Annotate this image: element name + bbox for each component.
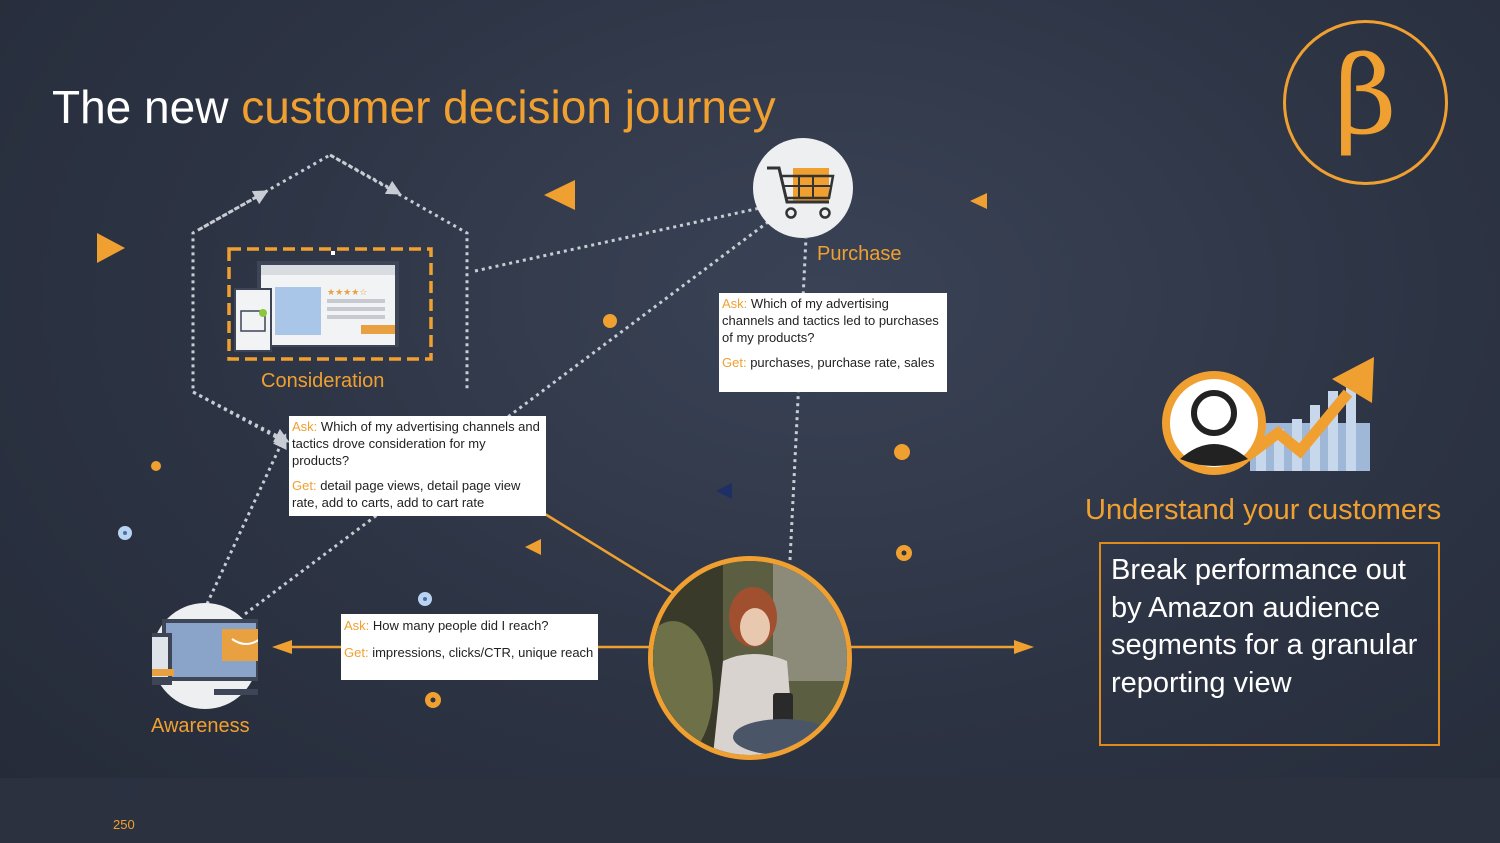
consideration-label: Consideration (261, 370, 385, 392)
awareness-arrowhead (272, 640, 292, 654)
purchase-get-text: purchases, purchase rate, sales (750, 355, 935, 370)
awareness-label: Awareness (151, 715, 250, 737)
deco-triangle (716, 483, 732, 499)
deco-dot-center (901, 550, 907, 556)
page-number: 250 (113, 817, 135, 832)
loop-arrow-3 (192, 390, 290, 443)
consideration-ask-box: Ask: Which of my advertising channels an… (289, 416, 546, 516)
deco-dot-center (123, 531, 127, 535)
deco-dot-center (423, 597, 427, 601)
get-key: Get: (722, 355, 747, 370)
awareness-get: Get: impressions, clicks/CTR, unique rea… (344, 644, 595, 661)
loop-arrow-1 (199, 190, 269, 231)
loop-arrow-2 (329, 153, 402, 195)
right-panel-body: Break performance out by Amazon audience… (1111, 554, 1418, 699)
consideration-illustration: ★★★★☆ (227, 247, 433, 361)
product-rating-stars: ★★★★☆ (327, 288, 367, 298)
deco-dot (603, 314, 617, 328)
customer-photo (653, 561, 847, 755)
customer-growth-illustration (1162, 357, 1374, 475)
awareness-ask-box: Ask: How many people did I reach? Get: i… (341, 614, 598, 680)
purchase-get: Get: purchases, purchase rate, sales (722, 354, 944, 371)
shopping-cart-icon (767, 166, 835, 219)
purchase-ask: Ask: Which of my advertising channels an… (722, 295, 944, 346)
purchase-ask-text: Which of my advertising channels and tac… (722, 296, 939, 345)
add-cart-icon (259, 309, 267, 317)
consideration-ask-text: Which of my advertising channels and tac… (292, 419, 540, 468)
beta-logo: β (1283, 20, 1448, 185)
awareness-consideration-line (205, 433, 287, 605)
get-key: Get: (344, 645, 369, 660)
customer-purchase-line (788, 237, 808, 561)
deco-dot (151, 461, 161, 471)
customer-photo-ring (648, 556, 852, 760)
ask-key: Ask: (344, 618, 370, 633)
page-title: The new customer decision journey (52, 80, 776, 134)
purchase-icon-circle (753, 138, 853, 238)
monitor-ad-icon (142, 619, 270, 695)
consideration-ask: Ask: Which of my advertising channels an… (292, 418, 543, 469)
deco-dot (894, 444, 910, 460)
purchase-ask-box: Ask: Which of my advertising channels an… (719, 293, 947, 392)
right-arrowhead (1014, 640, 1034, 654)
deco-triangle (970, 193, 987, 209)
awareness-get-text: impressions, clicks/CTR, unique reach (372, 645, 594, 660)
growth-arrow-icon (1242, 389, 1353, 462)
awareness-ask: Ask: How many people did I reach? (344, 617, 595, 634)
right-panel-box: Break performance out by Amazon audience… (1099, 542, 1440, 746)
right-panel-heading: Understand your customers (1085, 494, 1442, 526)
ask-key: Ask: (722, 296, 748, 311)
woman-reading-tablet-image (653, 561, 847, 755)
footer-bar (0, 778, 1500, 843)
box-connector-line (544, 512, 679, 598)
ask-key: Ask: (292, 419, 318, 434)
title-accent: customer decision journey (241, 81, 776, 133)
get-key: Get: (292, 478, 317, 493)
deco-triangle (525, 539, 541, 555)
title-prefix: The new (52, 81, 242, 133)
consideration-get: Get: detail page views, detail page view… (292, 477, 543, 511)
awareness-icon-circle (142, 603, 270, 709)
deco-triangle (97, 233, 125, 263)
footer-notch (104, 778, 148, 804)
deco-dot-center (430, 697, 436, 703)
awareness-ask-text: How many people did I reach? (372, 618, 549, 633)
consideration-get-text: detail page views, detail page view rate… (292, 478, 521, 510)
beta-symbol: β (1334, 34, 1397, 159)
purchase-label: Purchase (817, 243, 902, 265)
deco-triangle (544, 180, 575, 210)
